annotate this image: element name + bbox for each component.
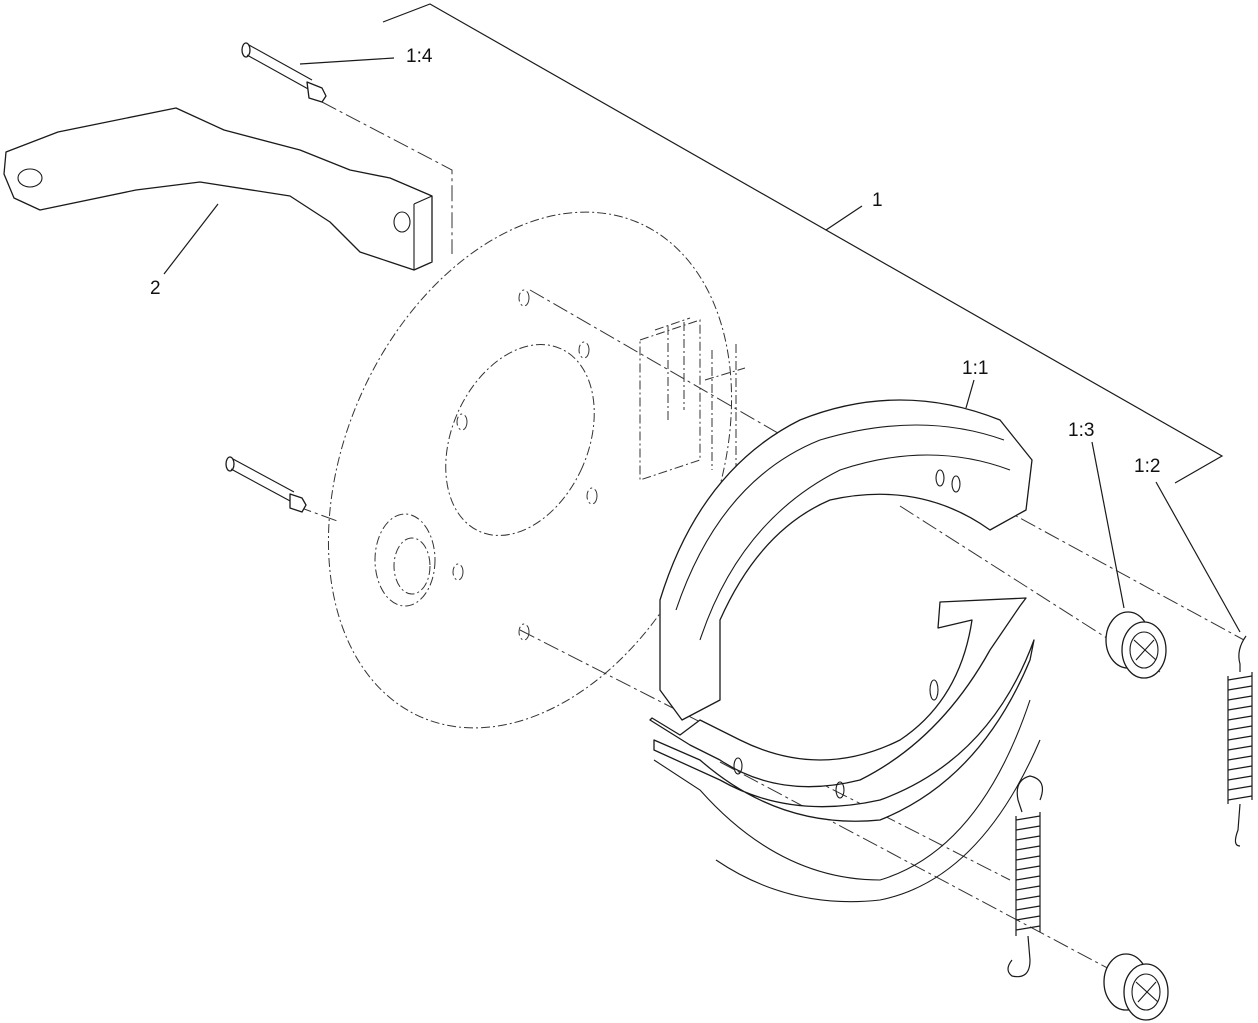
callout-lever: 2 xyxy=(150,278,161,299)
lever xyxy=(3,107,433,271)
callout-assembly: 1 xyxy=(872,190,883,211)
retainer-upper xyxy=(1105,611,1167,679)
clevis-pin-top xyxy=(241,42,327,103)
callout-retainer: 1:3 xyxy=(1068,420,1094,441)
brake-shoe-lower xyxy=(649,597,1041,903)
brake-shoe-upper xyxy=(659,399,1033,721)
spring-right xyxy=(1227,635,1253,847)
callout-pin: 1:4 xyxy=(406,46,433,67)
assembly-bracket xyxy=(382,3,1224,484)
centerlines xyxy=(295,101,1245,997)
callout-shoe: 1:1 xyxy=(962,358,988,379)
retainer-lower xyxy=(1103,953,1169,1021)
clevis-pin-bottom xyxy=(225,456,307,513)
callout-spring: 1:2 xyxy=(1134,456,1160,477)
leader-lines xyxy=(163,57,1241,633)
backing-plate-phantom xyxy=(327,211,746,729)
spring-left xyxy=(1007,775,1043,978)
